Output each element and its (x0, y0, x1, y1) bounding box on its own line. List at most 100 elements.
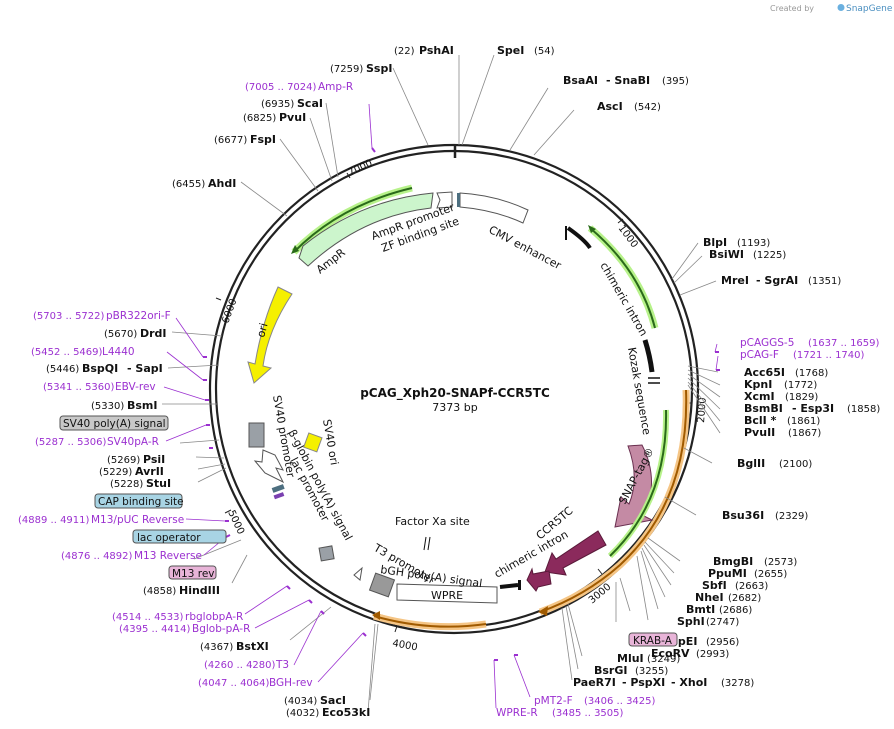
snabi-label[interactable]: - SnaBI (606, 74, 650, 87)
lac-operator-label: lac operator (137, 532, 201, 544)
bsmi-label[interactable]: BsmI (127, 399, 158, 412)
m13reverse-label[interactable]: M13 Reverse (134, 550, 202, 562)
avrii-label[interactable]: AvrII (135, 465, 164, 478)
bsiwi-label[interactable]: BsiWI (709, 248, 744, 261)
chimeric-intron-arrow[interactable] (589, 227, 656, 329)
kpni-pos: (1772) (784, 380, 817, 391)
wprer-label[interactable]: WPRE-R (496, 707, 538, 719)
mrei-label[interactable]: MreI (721, 274, 749, 287)
ahdi-label[interactable]: AhdI (208, 177, 236, 190)
asci-label[interactable]: AscI (597, 100, 623, 113)
pcaggs5-label[interactable]: pCAGGS-5 (740, 337, 794, 349)
acc65i-label[interactable]: Acc65I (744, 366, 785, 379)
mlui-label[interactable]: MluI (617, 652, 644, 665)
map-title: pCAG_Xph20-SNAPf-CCR5TC (360, 386, 550, 401)
map-length: 7373 bp (432, 401, 477, 414)
snap-tag-feature[interactable] (614, 444, 654, 528)
t3-promoter-feature[interactable] (353, 566, 363, 581)
pcagf-label[interactable]: pCAG-F (740, 349, 779, 361)
bsu36i-label[interactable]: Bsu36I (722, 509, 764, 522)
ebvrev-label[interactable]: EBV-rev (115, 381, 156, 393)
ampr-promoter-feature[interactable] (436, 191, 453, 209)
asci-pos: (542) (634, 102, 661, 113)
kpni-label[interactable]: KpnI (744, 378, 772, 391)
bottom-orange-feature[interactable] (373, 615, 487, 628)
sspi-label[interactable]: SspI (366, 62, 392, 75)
xhoi-label[interactable]: - XhoI (671, 676, 707, 689)
m13puc-label[interactable]: M13/pUC Reverse (91, 514, 184, 526)
pspxi-label[interactable]: - PspXI (622, 676, 665, 689)
rbglobpar-label[interactable]: rbglobpA-R (185, 611, 243, 623)
cmv-enhancer-feature[interactable] (459, 192, 529, 224)
saci-label[interactable]: SacI (320, 694, 346, 707)
sbfi-label[interactable]: SbfI (702, 579, 727, 592)
ccr5tc-feature[interactable] (544, 530, 607, 576)
sgrai-pos: (1351) (808, 276, 841, 287)
sapi-pos: (5446) (46, 364, 79, 375)
bstxi-label[interactable]: BstXI (236, 640, 269, 653)
lac-operator-box[interactable] (132, 529, 227, 544)
krab-label: KRAB-A (633, 635, 673, 647)
sv40-promoter-arrow[interactable] (253, 449, 285, 484)
hindiii-label[interactable]: HindIII (179, 584, 220, 597)
sgrai-label[interactable]: - SgrAI (756, 274, 798, 287)
bglobpar-label[interactable]: Bglob-pA-R (192, 623, 250, 635)
krab-box[interactable] (628, 632, 678, 647)
bsmbi-label[interactable]: BsmBI (744, 402, 783, 415)
m13-rev-box[interactable] (168, 565, 217, 580)
mlui-pos: (3249) (647, 654, 680, 665)
fspi-label[interactable]: FspI (250, 133, 276, 146)
bcli-pos: (1861) (787, 416, 820, 427)
lac-promoter-box[interactable] (318, 545, 335, 562)
blpi-label[interactable]: BlpI (703, 236, 727, 249)
cap-binding-box[interactable] (94, 493, 183, 509)
pvuii-label[interactable]: PvuII (744, 426, 775, 439)
ppumi-label[interactable]: PpuMI (708, 567, 747, 580)
bsaai-label[interactable]: BsaAI (563, 74, 598, 87)
ampr-primer-label[interactable]: Amp-R (318, 81, 353, 93)
bgh-polya-feature[interactable] (368, 572, 396, 598)
sapi-label[interactable]: - SapI (127, 362, 163, 375)
sphi-label[interactable]: SphI (677, 615, 705, 628)
bmti-label[interactable]: BmtI (686, 603, 715, 616)
sv40-ori-feature[interactable] (303, 432, 323, 453)
nhei-label[interactable]: NheI (695, 591, 724, 604)
stui-label[interactable]: StuI (146, 477, 171, 490)
bghrev-label[interactable]: BGH-rev (269, 677, 313, 689)
xcmi-label[interactable]: XcmI (744, 390, 775, 403)
bglii-label[interactable]: BglII (737, 457, 765, 470)
eco53ki-label[interactable]: Eco53kI (322, 706, 370, 719)
pcaggs5-range: (1637 .. 1659) (808, 338, 880, 349)
bsu36i-pos: (2329) (775, 511, 808, 522)
esp3i-label[interactable]: - Esp3I (792, 402, 834, 415)
bmgbi-label[interactable]: BmgBI (713, 555, 753, 568)
sv40par-label[interactable]: SV40pA-R (107, 436, 159, 448)
pmt2f-label[interactable]: pMT2-F (534, 695, 573, 707)
sv40-promoter-feature[interactable] (248, 422, 265, 448)
ampr-feature[interactable] (298, 192, 434, 267)
credit-brand: SnapGene (846, 4, 893, 14)
drdi-label[interactable]: DrdI (140, 327, 167, 340)
wpre-feature[interactable] (396, 583, 498, 604)
ori-feature[interactable] (247, 286, 293, 384)
kozak-feature[interactable] (642, 339, 655, 373)
spei-label[interactable]: SpeI (497, 44, 524, 57)
pbr322orif-label[interactable]: pBR322ori-F (106, 310, 171, 322)
scai-label[interactable]: ScaI (297, 97, 323, 110)
sv40-polya-box[interactable] (59, 415, 169, 431)
pcagf-range: (1721 .. 1740) (793, 350, 865, 361)
paer7i-label[interactable]: PaeR7I (573, 676, 616, 689)
ecorv-label[interactable]: EcoRV (651, 647, 690, 660)
psii-label[interactable]: PsiI (143, 453, 165, 466)
acc65i-pos: (1768) (795, 368, 828, 379)
bspqi-label[interactable]: BspQI (82, 362, 118, 375)
orange-arc-feature[interactable] (539, 389, 688, 613)
l4440-label[interactable]: L4440 (102, 346, 135, 358)
bcli-label[interactable]: BclI * (744, 414, 777, 427)
bsrgi-label[interactable]: BsrGI (594, 664, 627, 677)
pshai-label[interactable]: PshAI (419, 44, 454, 57)
t3-primer-label[interactable]: T3 (275, 659, 289, 671)
rbglobpar-range: (4514 .. 4533) (112, 612, 184, 623)
pvui-label[interactable]: PvuI (279, 111, 306, 124)
xhoi-pos: (3278) (721, 678, 754, 689)
